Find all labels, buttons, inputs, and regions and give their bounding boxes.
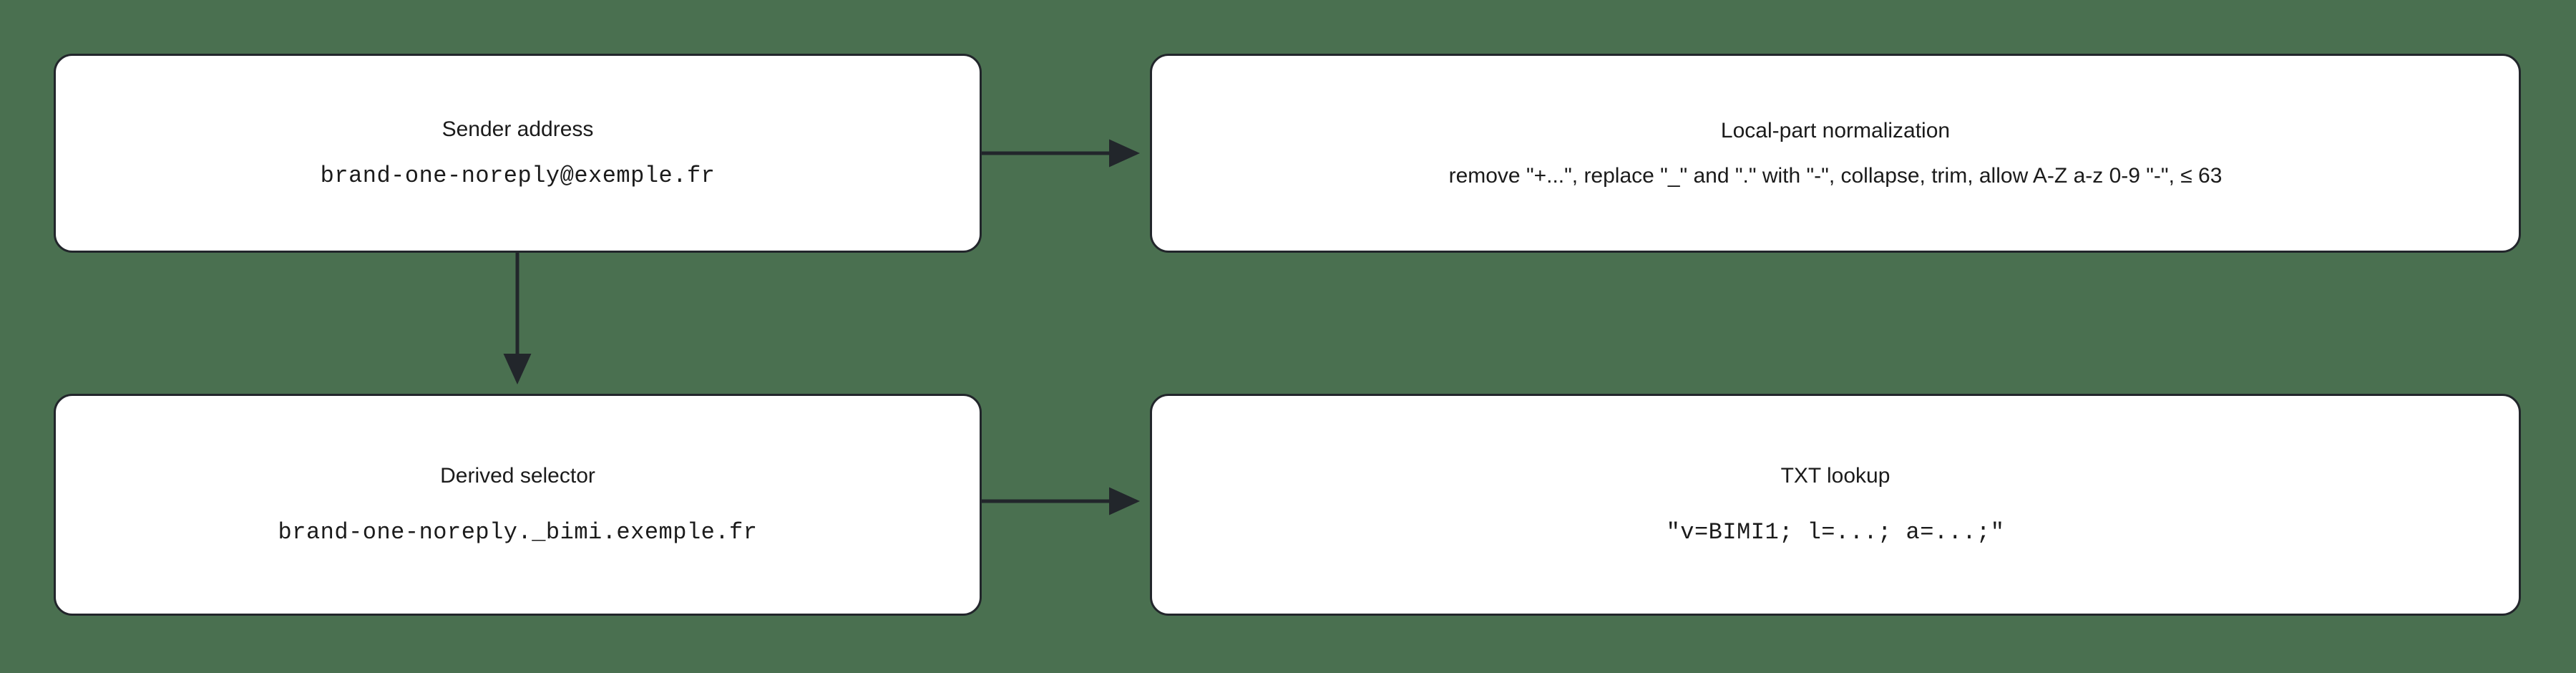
node-local-part-normalization: Local-part normalization remove "+...", …	[1150, 54, 2521, 253]
node-txt-lookup: TXT lookup "v=BIMI1; l=...; a=...;"	[1150, 394, 2521, 616]
node-sender-address: Sender address brand-one-noreply@exemple…	[54, 54, 982, 253]
node-derived-selector: Derived selector brand-one-noreply._bimi…	[54, 394, 982, 616]
node-txt-lookup-title: TXT lookup	[1780, 464, 1890, 488]
node-sender-address-value: brand-one-noreply@exemple.fr	[320, 162, 716, 189]
node-txt-lookup-record: "v=BIMI1; l=...; a=...;"	[1666, 518, 2005, 546]
node-derived-selector-value: brand-one-noreply._bimi.exemple.fr	[278, 518, 758, 546]
node-derived-selector-title: Derived selector	[440, 464, 595, 488]
node-local-part-normalization-title: Local-part normalization	[1720, 118, 1951, 142]
node-local-part-normalization-rules: remove "+...", replace "_" and "." with …	[1448, 164, 2223, 188]
node-sender-address-title: Sender address	[441, 117, 594, 142]
